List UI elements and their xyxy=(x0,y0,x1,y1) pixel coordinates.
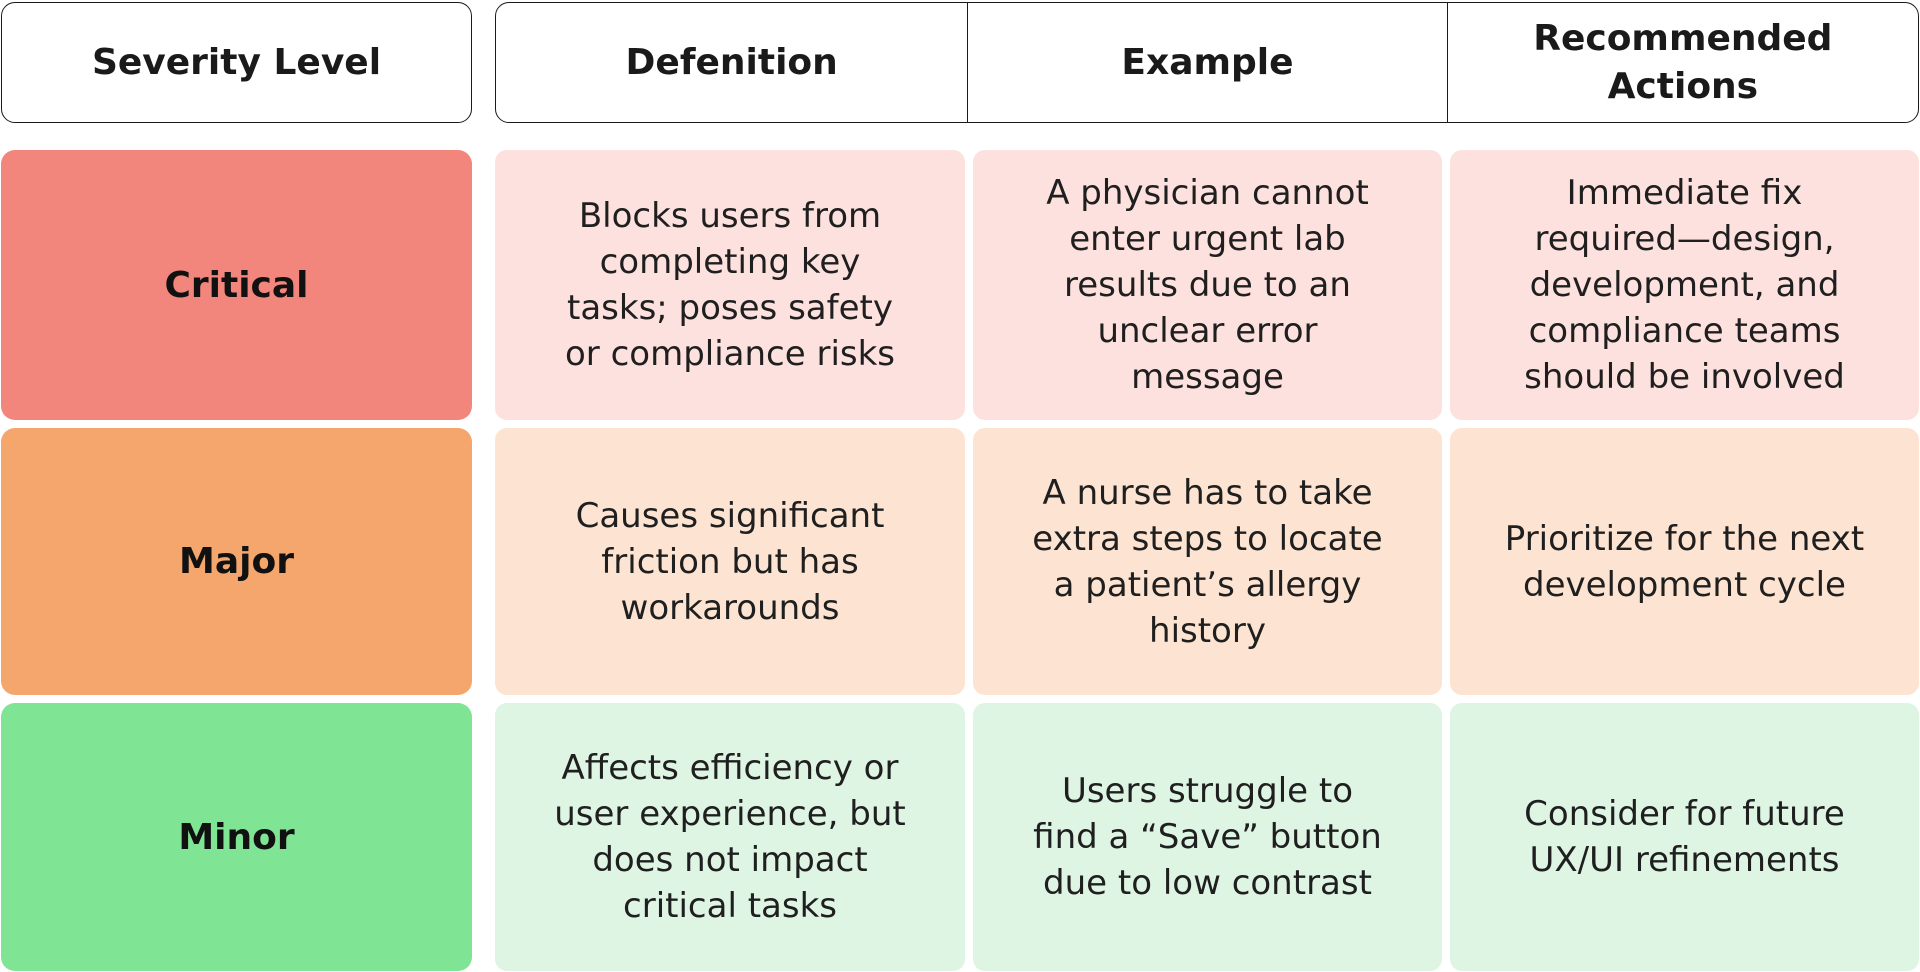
minor-action: Consider for future UX/UI refinements xyxy=(1450,703,1919,971)
severity-major-label: Major xyxy=(179,541,294,582)
critical-action-text: Immediate fix required—design, developme… xyxy=(1524,173,1845,397)
critical-definition: Blocks users from completing key tasks; … xyxy=(495,150,965,420)
header-example-label: Example xyxy=(1121,41,1294,83)
header-severity: Severity Level xyxy=(1,2,472,123)
header-definition: Defenition xyxy=(496,3,967,122)
minor-definition: Affects efficiency or user experience, b… xyxy=(495,703,965,971)
header-example: Example xyxy=(967,3,1446,122)
major-action: Prioritize for the next development cycl… xyxy=(1450,428,1919,695)
header-group: Defenition Example Recommended Actions xyxy=(495,2,1919,123)
major-example: A nurse has to take extra steps to locat… xyxy=(973,428,1442,695)
minor-action-text: Consider for future UX/UI refinements xyxy=(1524,794,1845,880)
critical-example-text: A physician cannot enter urgent lab resu… xyxy=(1046,173,1369,397)
severity-critical-label: Critical xyxy=(164,264,309,306)
severity-minor-label: Minor xyxy=(178,816,295,858)
major-definition: Causes significant friction but has work… xyxy=(495,428,965,695)
major-example-text: A nurse has to take extra steps to locat… xyxy=(1032,472,1383,651)
major-definition-text: Causes significant friction but has work… xyxy=(575,495,885,628)
minor-example: Users struggle to find a “Save” button d… xyxy=(973,703,1442,971)
header-definition-label: Defenition xyxy=(625,41,838,83)
severity-minor: Minor xyxy=(1,703,472,971)
header-severity-label: Severity Level xyxy=(91,41,382,83)
severity-critical: Critical xyxy=(1,150,472,420)
minor-example-text: Users struggle to find a “Save” button d… xyxy=(1033,771,1382,903)
critical-action: Immediate fix required—design, developme… xyxy=(1450,150,1919,420)
severity-major: Major xyxy=(1,428,472,695)
major-action-text: Prioritize for the next development cycl… xyxy=(1504,518,1865,605)
header-actions: Recommended Actions xyxy=(1446,3,1918,122)
minor-definition-text: Affects efficiency or user experience, b… xyxy=(554,748,906,926)
critical-definition-text: Blocks users from completing key tasks; … xyxy=(564,196,896,374)
critical-example: A physician cannot enter urgent lab resu… xyxy=(973,150,1442,420)
header-actions-label: Recommended Actions xyxy=(1533,17,1833,107)
